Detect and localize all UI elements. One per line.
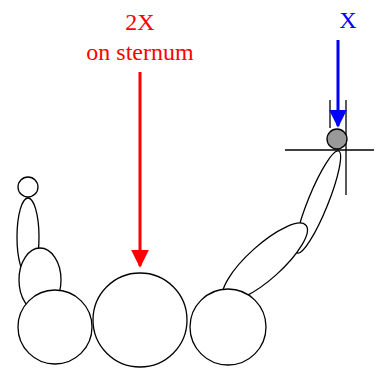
load-point	[327, 129, 347, 149]
force-label: X	[339, 6, 356, 34]
left-segment	[18, 290, 92, 364]
force-label: on sternum	[86, 38, 193, 66]
force-arrow	[337, 40, 340, 126]
force-label: 2X	[125, 8, 154, 36]
force-arrow	[139, 72, 142, 266]
head-segment	[18, 177, 38, 197]
crosshair-line	[285, 149, 374, 150]
sternum-segment	[93, 273, 187, 367]
crosshair-line	[345, 100, 346, 195]
crosshair-line	[329, 100, 330, 128]
right-segment	[190, 289, 266, 365]
